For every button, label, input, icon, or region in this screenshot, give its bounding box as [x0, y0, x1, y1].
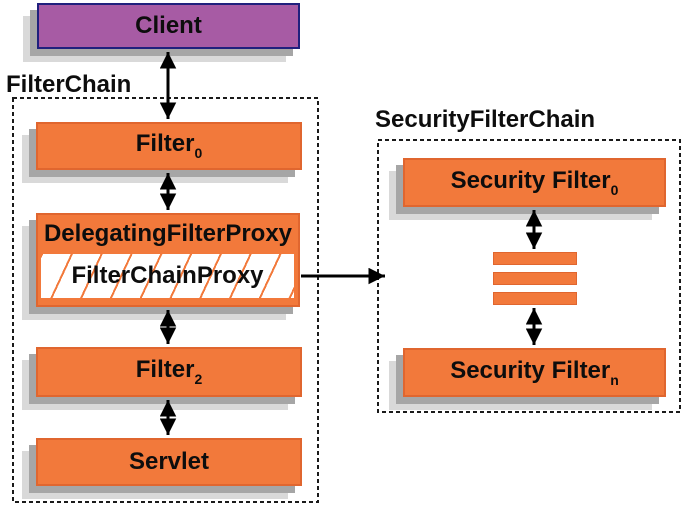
security-filtern-subscript: n: [610, 371, 619, 388]
servlet-box: Servlet: [36, 438, 302, 486]
delegating-filter-proxy-label: DelegatingFilterProxy: [43, 219, 293, 247]
security-filtern-label: Security Filtern: [450, 356, 619, 388]
security-filter0-box: Security Filter0: [403, 158, 666, 207]
client-box: Client: [37, 3, 300, 49]
ellipsis-bar-1: [493, 252, 577, 265]
client-label: Client: [135, 12, 202, 39]
filter-chain-proxy-label: FilterChainProxy: [71, 262, 264, 289]
delegating-filter-proxy-box: DelegatingFilterProxy FilterChainProxy: [36, 213, 300, 307]
ellipsis-bar-3: [493, 292, 577, 305]
filter2-subscript: 2: [194, 371, 203, 387]
filter0-label: Filter0: [135, 130, 203, 161]
filter2-label: Filter2: [135, 356, 203, 387]
servlet-label: Servlet: [128, 448, 210, 475]
filter-chain-proxy-box: FilterChainProxy: [39, 252, 296, 300]
security-filter0-label: Security Filter0: [450, 166, 619, 198]
security-filterchain-group-title: SecurityFilterChain: [375, 106, 596, 133]
filter0-subscript: 0: [194, 145, 203, 161]
filter0-box: Filter0: [36, 122, 302, 170]
security-filter0-subscript: 0: [610, 181, 619, 198]
filter2-box: Filter2: [36, 347, 302, 397]
ellipsis-bar-2: [493, 272, 577, 285]
security-filtern-box: Security Filtern: [403, 348, 666, 397]
filterchain-group-title: FilterChain: [6, 71, 132, 98]
